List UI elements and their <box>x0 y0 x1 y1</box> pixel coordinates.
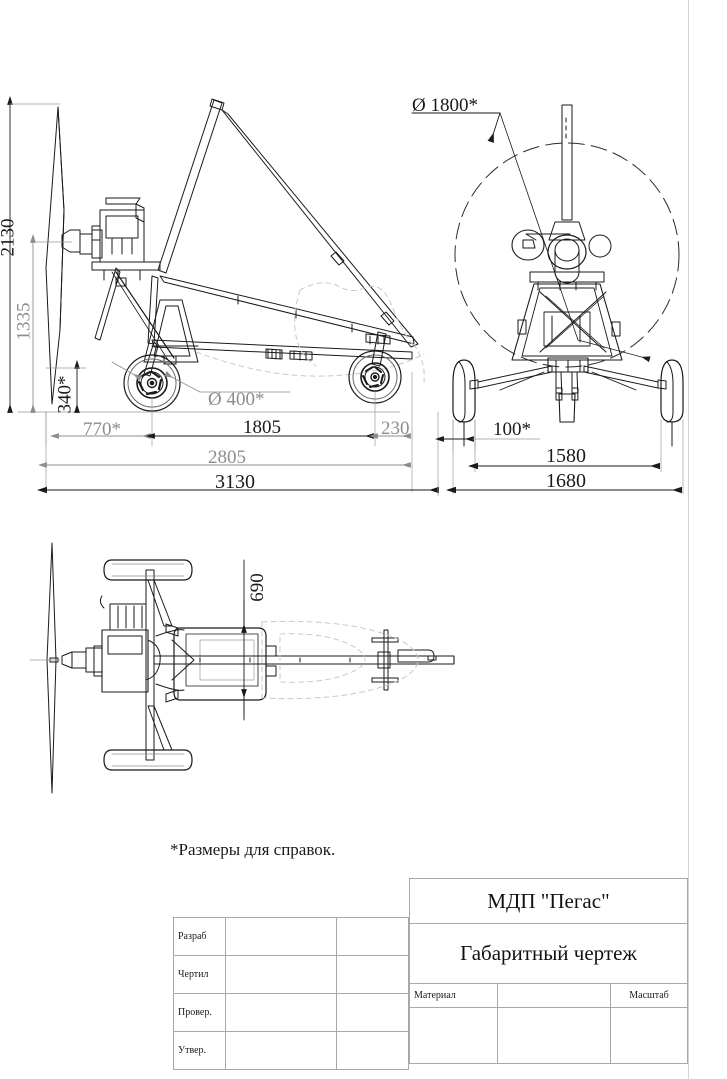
role-label: Разраб <box>174 918 226 955</box>
role-label: Чертил <box>174 956 226 993</box>
dim-wheelbase: 1805 <box>243 417 281 438</box>
scale-label: Масштаб <box>629 990 669 1001</box>
front-view-left-wheel <box>452 359 476 447</box>
role-signature[interactable] <box>337 994 409 1031</box>
dim-rotor-diameter: Ø 1800* <box>412 95 478 116</box>
plan-right-wheel <box>103 749 193 771</box>
table-row: Чертил <box>174 956 409 994</box>
rear-wheel-side <box>348 331 402 404</box>
dim-overall-height: 2130 <box>0 218 19 257</box>
material-value[interactable] <box>410 1008 498 1063</box>
front-view-dimensions <box>411 112 684 495</box>
dim-front-overhang: 770* <box>83 419 121 440</box>
signature-table: Разраб Чертил Провер. Утвер. <box>173 917 409 1070</box>
role-label: Утвер. <box>174 1032 226 1069</box>
dim-rear-overhang: 230 <box>381 418 410 439</box>
drawing-title: Габаритный чертеж <box>460 941 637 965</box>
dim-wheel-offset: 100* <box>493 419 531 440</box>
side-view-dimensions <box>7 95 439 497</box>
plan-left-wheel <box>103 559 193 581</box>
material-scale-value-row <box>410 1008 687 1064</box>
material-label: Материал <box>410 984 498 1007</box>
reference-dimensions-note: *Размеры для справок. <box>170 840 336 859</box>
material-scale-header-row: Материал Масштаб <box>410 984 687 1008</box>
dim-wheel-diameter: Ø 400* <box>208 389 265 410</box>
scale-value[interactable] <box>611 1008 687 1063</box>
role-signature[interactable] <box>337 956 409 993</box>
side-view-geometry <box>17 98 425 413</box>
product-name-row: МДП "Пегас" <box>410 879 687 924</box>
drawing-title-row: Габаритный чертеж <box>410 924 687 984</box>
dim-height-to-prop-axis: 1335 <box>13 302 35 341</box>
table-row: Провер. <box>174 994 409 1032</box>
title-block: МДП "Пегас" Габаритный чертеж Материал М… <box>409 878 688 1064</box>
prop-circle <box>454 142 680 368</box>
material-spacer <box>498 984 611 1007</box>
role-name[interactable] <box>226 918 338 955</box>
table-row: Разраб <box>174 918 409 956</box>
dim-ground-clearance: 340* <box>54 375 76 414</box>
dim-overall-width: 1680 <box>546 470 586 492</box>
front-view-geometry <box>452 104 684 447</box>
dim-body-width: 690 <box>246 573 268 602</box>
role-signature[interactable] <box>337 1032 409 1069</box>
plan-view-geometry <box>29 542 455 794</box>
role-name[interactable] <box>226 956 338 993</box>
role-name[interactable] <box>226 1032 338 1069</box>
dim-track: 1580 <box>546 445 586 467</box>
front-view-right-wheel <box>660 359 684 447</box>
dim-length-2805: 2805 <box>208 447 246 468</box>
role-name[interactable] <box>226 994 338 1031</box>
product-name: МДП "Пегас" <box>487 888 610 913</box>
role-label: Провер. <box>174 994 226 1031</box>
dim-overall-length: 3130 <box>215 471 255 493</box>
role-signature[interactable] <box>337 918 409 955</box>
title-block-spacer <box>498 1008 611 1063</box>
page-border-right <box>688 0 689 1079</box>
table-row: Утвер. <box>174 1032 409 1070</box>
